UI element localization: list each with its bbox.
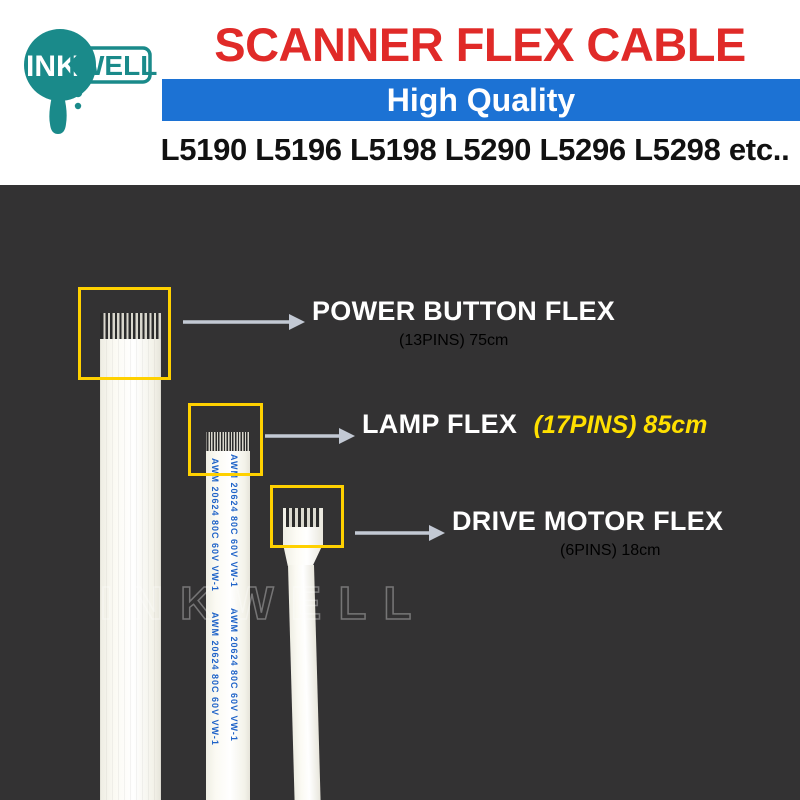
subtitle-bar	[162, 79, 800, 121]
highlight-box-lamp-flex	[188, 403, 263, 476]
highlight-box-drive-motor-flex	[270, 485, 344, 548]
inkwell-logo-mark: INK WELL	[24, 29, 157, 134]
cable-print-text: AWM 20624 80C 60V VW-1	[210, 612, 220, 746]
label-lamp-flex: LAMP FLEX (17PINS) 85cm	[362, 409, 707, 440]
connector-pins-drive-motor	[286, 508, 320, 527]
ribbon-body	[288, 565, 321, 800]
arrow-to-power-button-flex	[183, 311, 305, 333]
label-lamp-flex-name: LAMP FLEX	[362, 409, 518, 439]
label-power-button-flex-spec: (13PINS) 75cm	[399, 332, 509, 349]
label-power-button-flex-name: POWER BUTTON FLEX	[312, 296, 616, 326]
cable-print-text: AWM 20624 80C 60V VW-1	[229, 454, 239, 588]
cable-power-button-flex	[100, 313, 161, 800]
cable-lamp-flex: AWM 20624 80C 60V VW-1 AWM 20624 80C 60V…	[206, 432, 250, 800]
watermark-inkwell: INKWELL	[99, 576, 429, 630]
arrow-to-lamp-flex	[265, 425, 355, 447]
ribbon-body	[100, 313, 161, 800]
label-power-button-flex-spec-row: (13PINS) 75cm	[399, 332, 508, 350]
label-drive-motor-flex-spec-row: (6PINS) 18cm	[560, 542, 660, 560]
page-title: SCANNER FLEX CABLE	[214, 18, 746, 71]
ribbon-taper	[283, 544, 323, 566]
connector-pins-power	[100, 313, 161, 339]
label-drive-motor-flex: DRIVE MOTOR FLEX	[452, 506, 723, 537]
header-banner: INK WELL SCANNER FLEX CABLE High Quality…	[0, 0, 800, 185]
cable-drive-motor-flex	[283, 508, 323, 800]
cable-print-text: AWM 20624 80C 60V VW-1	[229, 608, 239, 742]
model-list: L5190 L5196 L5198 L5290 L5296 L5298 etc.…	[160, 132, 790, 167]
subtitle-text: High Quality	[386, 82, 576, 118]
svg-text:INK: INK	[26, 50, 78, 83]
label-drive-motor-flex-spec: (6PINS) 18cm	[560, 542, 661, 559]
highlight-box-power-button-flex	[78, 287, 171, 380]
connector-pins-lamp	[206, 432, 250, 451]
cable-print-text: AWM 20624 80C 60V VW-1	[210, 458, 220, 592]
label-power-button-flex: POWER BUTTON FLEX	[312, 296, 615, 327]
product-photo-area: AWM 20624 80C 60V VW-1 AWM 20624 80C 60V…	[0, 185, 800, 800]
inkwell-logo: INK WELL	[8, 18, 158, 138]
label-lamp-flex-spec: (17PINS) 85cm	[533, 411, 708, 439]
label-drive-motor-flex-name: DRIVE MOTOR FLEX	[452, 506, 724, 536]
arrow-to-drive-motor-flex	[355, 522, 445, 544]
svg-text:WELL: WELL	[78, 50, 157, 81]
ribbon-body	[206, 432, 250, 800]
